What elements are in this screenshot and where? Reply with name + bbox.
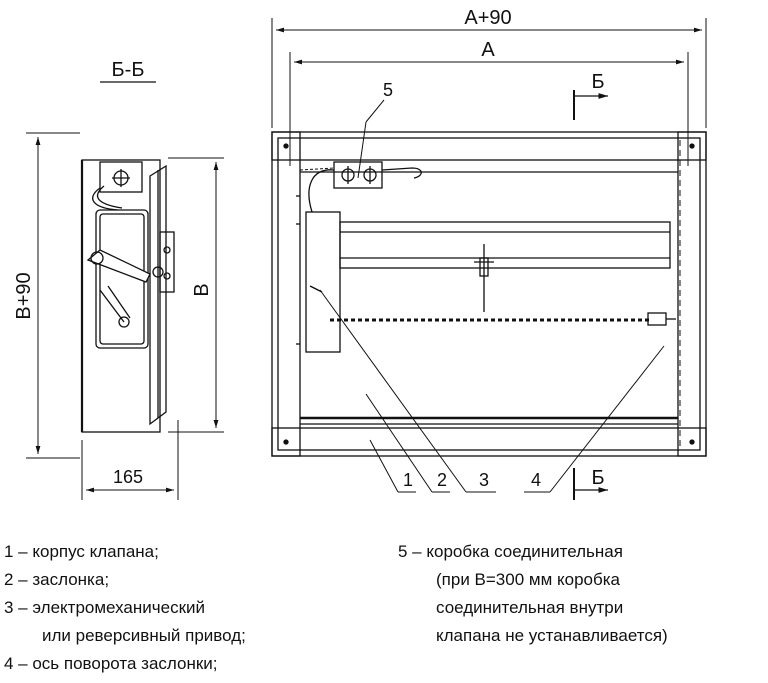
legend-item-4: 4 – ось поворота заслонки; [4, 654, 218, 673]
legend-item-5: 5 – коробка соединительная [398, 542, 623, 561]
callout-1: 1 [403, 470, 413, 490]
section-view: Б-Б [26, 59, 224, 500]
dim-depth: 165 [113, 467, 143, 487]
dim-height: В [191, 283, 213, 296]
legend-item-5-note-3: клапана не устанавливается) [436, 626, 668, 645]
legend-left: 1 – корпус клапана; 2 – заслонка; 3 – эл… [4, 538, 246, 678]
callout-5: 5 [383, 80, 393, 100]
valve-drawing: Б-Б [13, 7, 707, 500]
section-mark-top: Б [591, 71, 604, 93]
legend-item-3: 3 – электромеханический [4, 598, 206, 617]
legend-item-3-cont: или реверсивный привод; [42, 626, 246, 645]
section-title: Б-Б [112, 59, 145, 81]
dim-total-width: А+90 [464, 7, 511, 29]
legend-item-1: 1 – корпус клапана; [4, 542, 159, 561]
legend-item-2: 2 – заслонка; [4, 570, 110, 589]
section-mark-bottom: Б [591, 467, 604, 489]
front-view [271, 18, 707, 500]
callout-3: 3 [479, 470, 489, 490]
dim-total-height: В+90 [13, 272, 35, 319]
dim-width: А [481, 39, 495, 61]
callout-2: 2 [437, 470, 447, 490]
legend-right: 5 – коробка соединительная (при В=300 мм… [398, 538, 668, 650]
callout-4: 4 [531, 470, 541, 490]
legend-item-5-note-2: соединительная внутри [436, 598, 624, 617]
legend-item-5-note-1: (при В=300 мм коробка [436, 570, 620, 589]
